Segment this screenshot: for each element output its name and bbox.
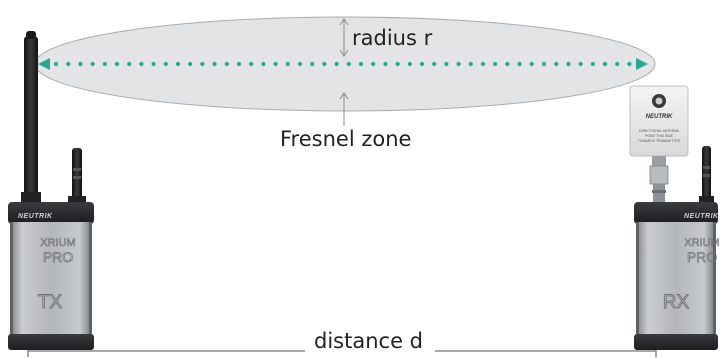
fresnel-label-arrow [339, 92, 349, 126]
line-of-sight-dot [114, 61, 120, 67]
line-of-sight-dot [480, 61, 486, 67]
rx-model-line1: XRIUM [684, 237, 719, 249]
line-of-sight-dot [505, 61, 510, 67]
line-of-sight-dot [627, 61, 632, 67]
line-of-sight-dot [273, 61, 278, 67]
line-of-sight-dot [285, 61, 290, 67]
line-of-sight-dot [102, 61, 107, 67]
line-of-sight-dot [53, 61, 59, 67]
line-of-sight-dot [188, 61, 193, 67]
line-of-sight-dot [602, 61, 608, 67]
line-of-sight-dot [261, 61, 266, 67]
line-of-sight-dot [529, 61, 534, 67]
line-of-sight-dot [212, 61, 217, 67]
line-of-sight-dot [419, 61, 425, 67]
line-of-sight-dot [139, 61, 144, 67]
line-of-sight-dot [163, 61, 168, 67]
tx-role-label: TX [38, 292, 63, 313]
distance-label-bg [305, 332, 435, 352]
line-of-sight-dot [310, 61, 315, 67]
tx-model-line1: XRIUM [40, 237, 75, 249]
line-of-sight-dot [590, 61, 595, 67]
tx-model-line2: PRO [43, 249, 73, 265]
line-of-sight-dot [371, 61, 376, 67]
line-of-sight-dot [383, 61, 388, 67]
rx-brand-label: NEUTRIK [684, 213, 719, 220]
line-of-sight-dot [468, 61, 473, 67]
line-of-sight-dot [127, 61, 132, 67]
tx-short-antenna [68, 148, 86, 204]
line-of-sight-dot [346, 61, 351, 67]
line-of-sight-dot [224, 61, 229, 67]
line-of-sight-dot [566, 61, 571, 67]
line-of-sight-dot [615, 61, 620, 67]
line-of-sight-dot [334, 61, 339, 67]
rx-directional-antenna: NEUTRIK DIRECTIONAL ANTENNA POINT THIS S… [629, 85, 689, 204]
tx-brand-label: NEUTRIK [18, 213, 53, 220]
line-of-sight-dot [444, 61, 449, 67]
line-of-sight-dot [66, 61, 71, 67]
line-of-sight-dot [395, 61, 400, 67]
line-of-sight-dot [407, 61, 412, 67]
line-of-sight-dot [358, 61, 364, 67]
rx-role-label: RX [663, 292, 690, 313]
line-of-sight-dot [151, 61, 156, 67]
rx-antenna-text3: TOWARDS TRANSMITTER [638, 139, 681, 143]
tx-device: NEUTRIK XRIUM PRO TX [8, 31, 94, 350]
line-of-sight-dot [90, 61, 95, 67]
line-of-sight [38, 58, 648, 70]
line-of-sight-dot [175, 61, 181, 67]
rx-antenna-text2: POINT THIS SIDE [645, 134, 673, 138]
radius-arrow [339, 18, 349, 57]
tx-long-antenna [21, 31, 41, 204]
rx-antenna-text1: DIRECTIONAL ANTENNA [639, 129, 679, 133]
rx-antenna-brand: NEUTRIK [646, 114, 673, 120]
line-of-sight-dot [78, 61, 83, 67]
line-of-sight-dot [297, 61, 303, 67]
line-of-sight-dot [322, 61, 327, 67]
line-of-sight-dot [236, 61, 242, 67]
line-of-sight-dot [456, 61, 461, 67]
line-of-sight-dot [249, 61, 254, 67]
line-of-sight-dot [200, 61, 205, 67]
right-arrowhead [636, 58, 648, 70]
distance-label: distance d [314, 329, 423, 353]
rx-device: NEUTRIK DIRECTIONAL ANTENNA POINT THIS S… [629, 85, 720, 350]
rx-short-antenna [699, 146, 714, 204]
line-of-sight-dot [541, 61, 547, 67]
line-of-sight-dot [517, 61, 522, 67]
line-of-sight-dot [578, 61, 583, 67]
fresnel-zone-label: Fresnel zone [280, 127, 411, 151]
radius-label: radius r [352, 26, 433, 50]
rx-model-line2: PRO [687, 249, 717, 265]
line-of-sight-dot [493, 61, 498, 67]
line-of-sight-dot [554, 61, 559, 67]
line-of-sight-dots [53, 61, 632, 67]
left-arrowhead [38, 58, 50, 70]
line-of-sight-dot [432, 61, 437, 67]
